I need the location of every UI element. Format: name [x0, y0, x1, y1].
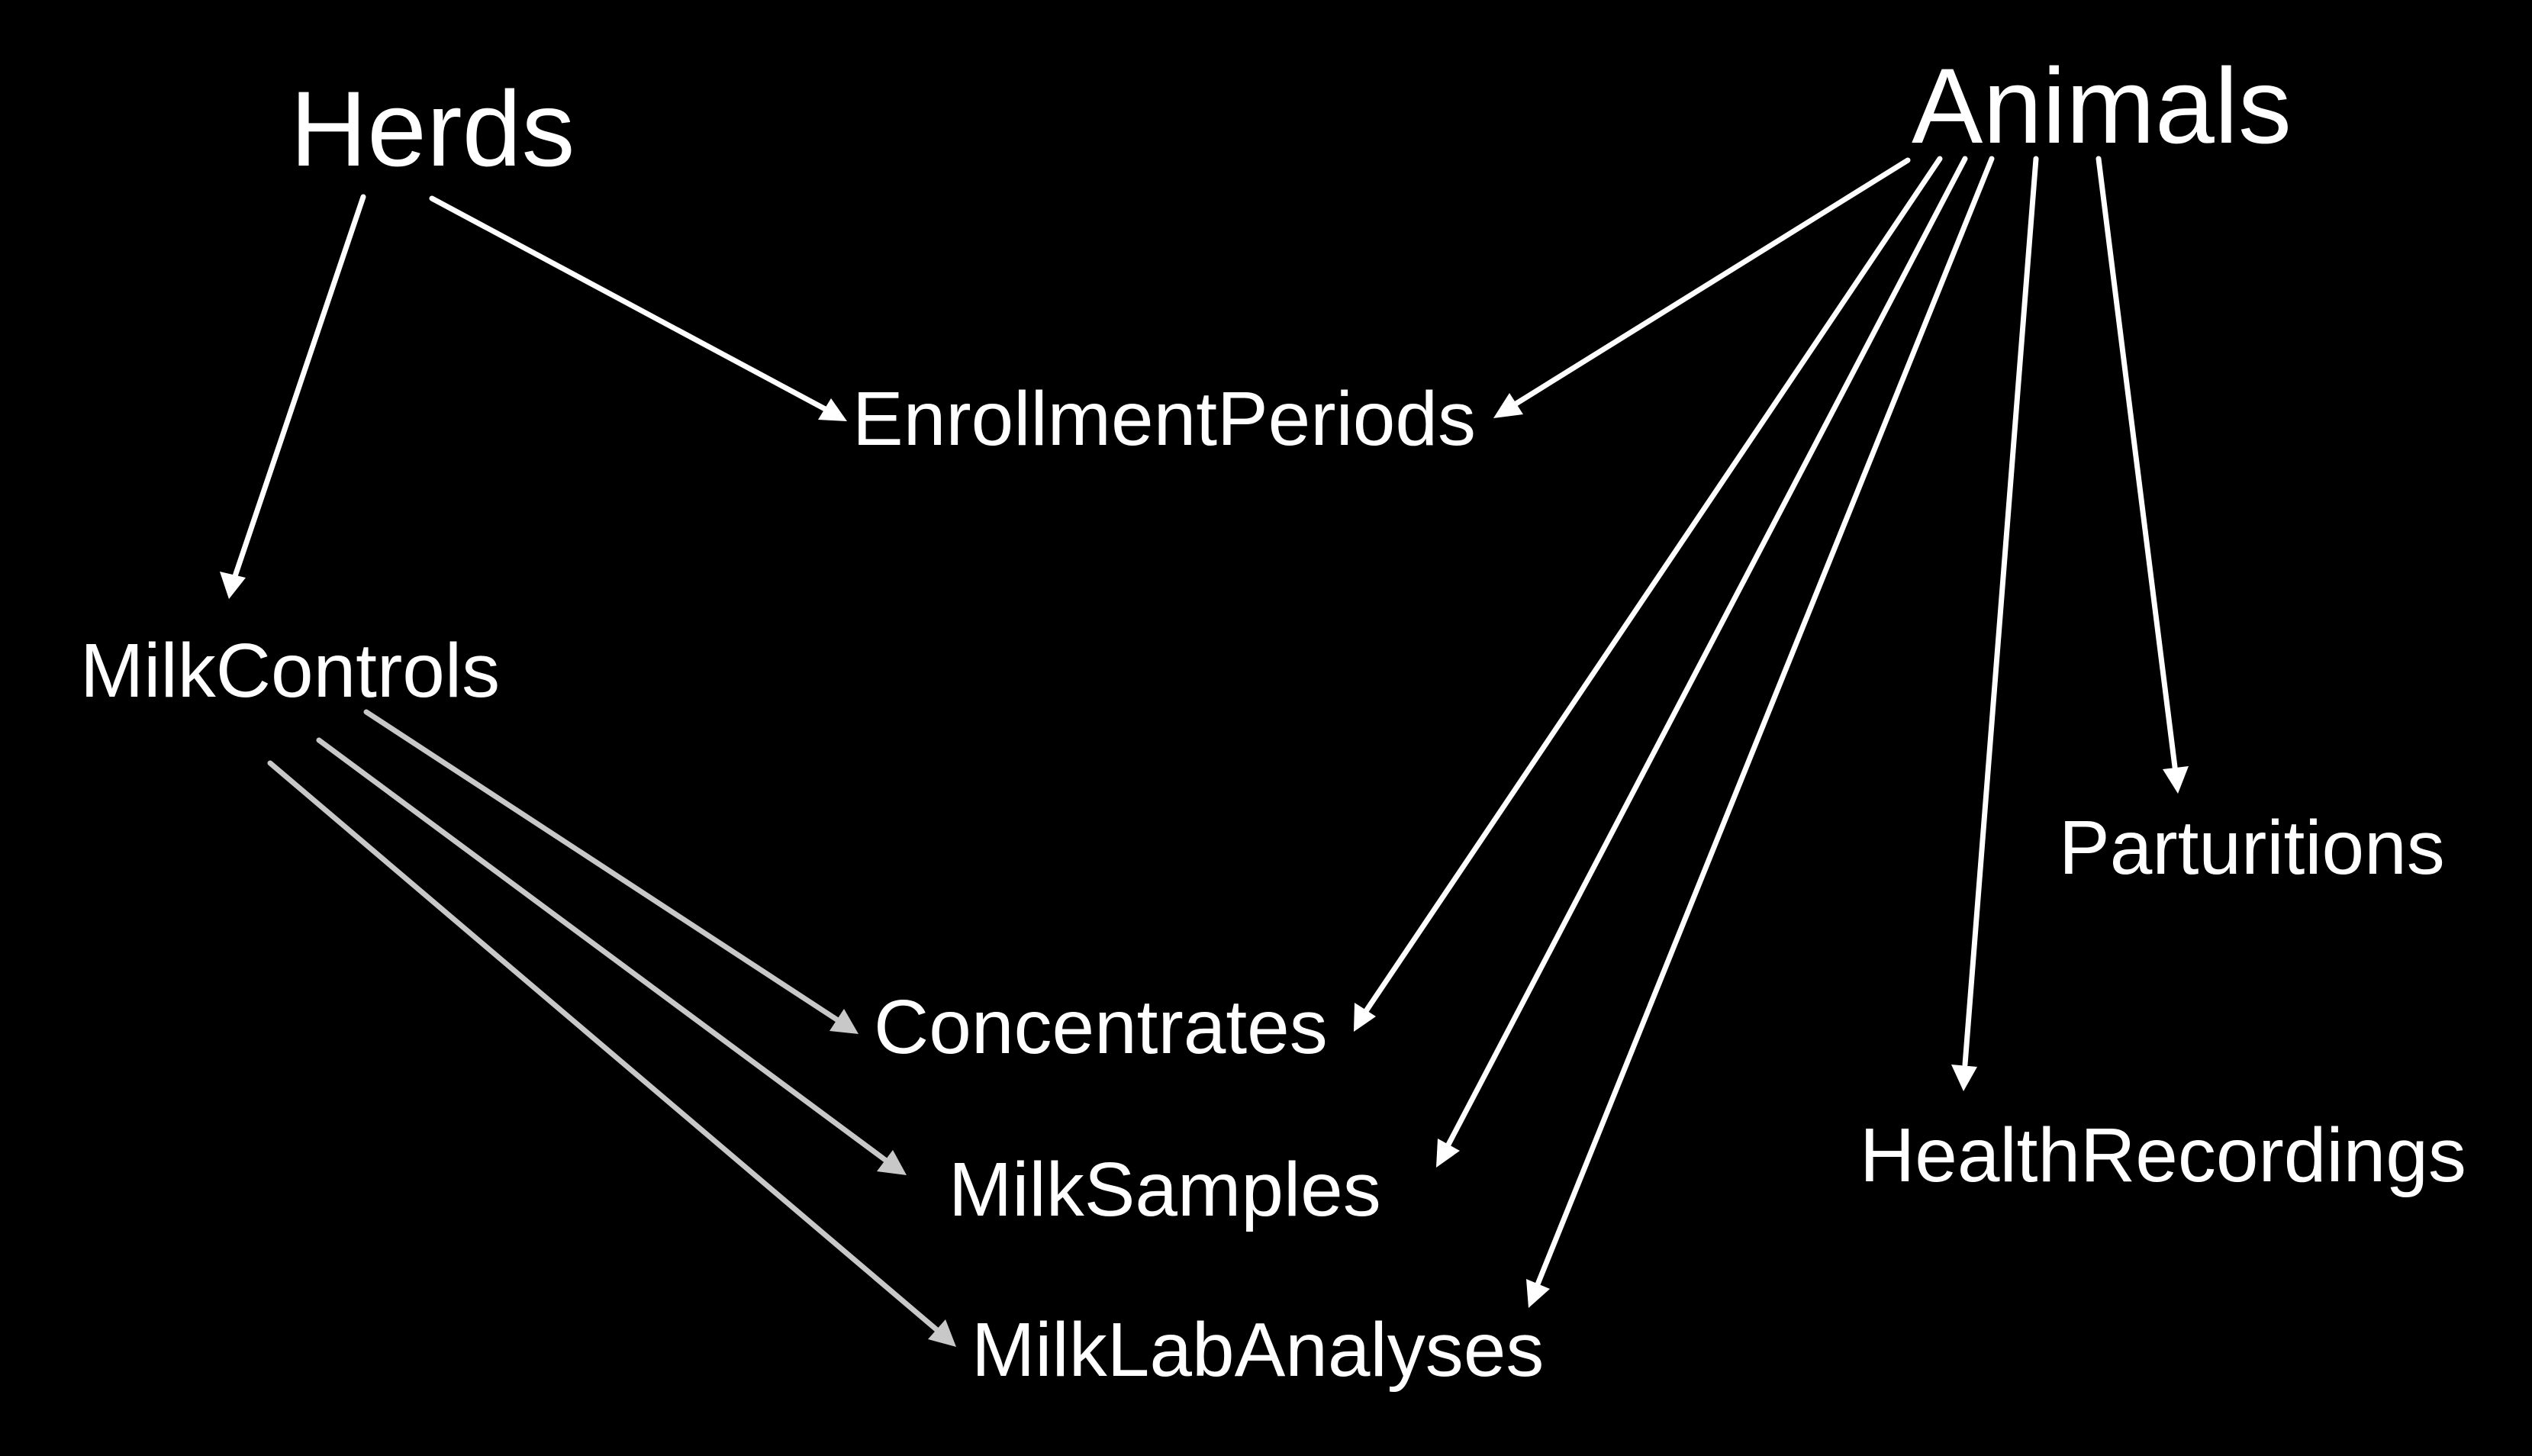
node-milk-samples: MilkSamples	[949, 1147, 1381, 1232]
node-concentrates: Concentrates	[874, 984, 1328, 1070]
arrowhead-milkcontrols-to-concentrates	[830, 1009, 858, 1034]
arrowhead-animals-to-concentrates	[1354, 1003, 1376, 1032]
arrowhead-milkcontrols-to-milklabanalyses	[928, 1319, 956, 1347]
node-enrollment-periods: EnrollmentPeriods	[852, 376, 1476, 462]
edge-milkcontrols-to-milksamples	[316, 737, 888, 1163]
edge-milkcontrols-to-concentrates	[363, 709, 841, 1023]
nodes: Herds Animals EnrollmentPeriods MilkCont…	[80, 46, 2466, 1393]
arrowhead-herds-to-milkcontrols	[220, 572, 246, 599]
node-health-recordings: HealthRecordings	[1860, 1113, 2466, 1198]
node-milk-controls: MilkControls	[80, 628, 500, 714]
edge-animals-to-concentrates	[1363, 156, 1943, 1014]
arrowhead-milkcontrols-to-milksamples	[877, 1150, 907, 1175]
arrowhead-animals-to-milklabanalyses	[1526, 1279, 1550, 1308]
edge-animals-to-milksamples	[1445, 156, 1968, 1148]
node-parturitions: Parturitions	[2059, 805, 2445, 891]
node-animals: Animals	[1912, 46, 2292, 166]
arrowhead-animals-to-healthrecordings	[1951, 1065, 1977, 1091]
edge-herds-to-enrollmentperiods	[429, 195, 831, 414]
edge-animals-to-milklabanalyses	[1535, 156, 1995, 1287]
arrowhead-herds-to-enrollmentperiods	[818, 398, 847, 421]
arrowhead-animals-to-milksamples	[1436, 1139, 1460, 1168]
edge-herds-to-milkcontrols	[232, 194, 366, 579]
edge-animals-to-parturitions	[2096, 156, 2178, 770]
node-milk-lab-analyses: MilkLabAnalyses	[971, 1307, 1544, 1393]
edges	[220, 156, 2189, 1347]
edge-animals-to-healthrecordings	[1962, 156, 2039, 1068]
edge-milkcontrols-to-milklabanalyses	[267, 760, 940, 1333]
arrowhead-animals-to-parturitions	[2163, 766, 2189, 794]
node-herds: Herds	[290, 69, 575, 188]
edge-animals-to-enrollmentperiods	[1512, 157, 1911, 407]
arrowhead-animals-to-enrollmentperiods	[1493, 393, 1523, 418]
